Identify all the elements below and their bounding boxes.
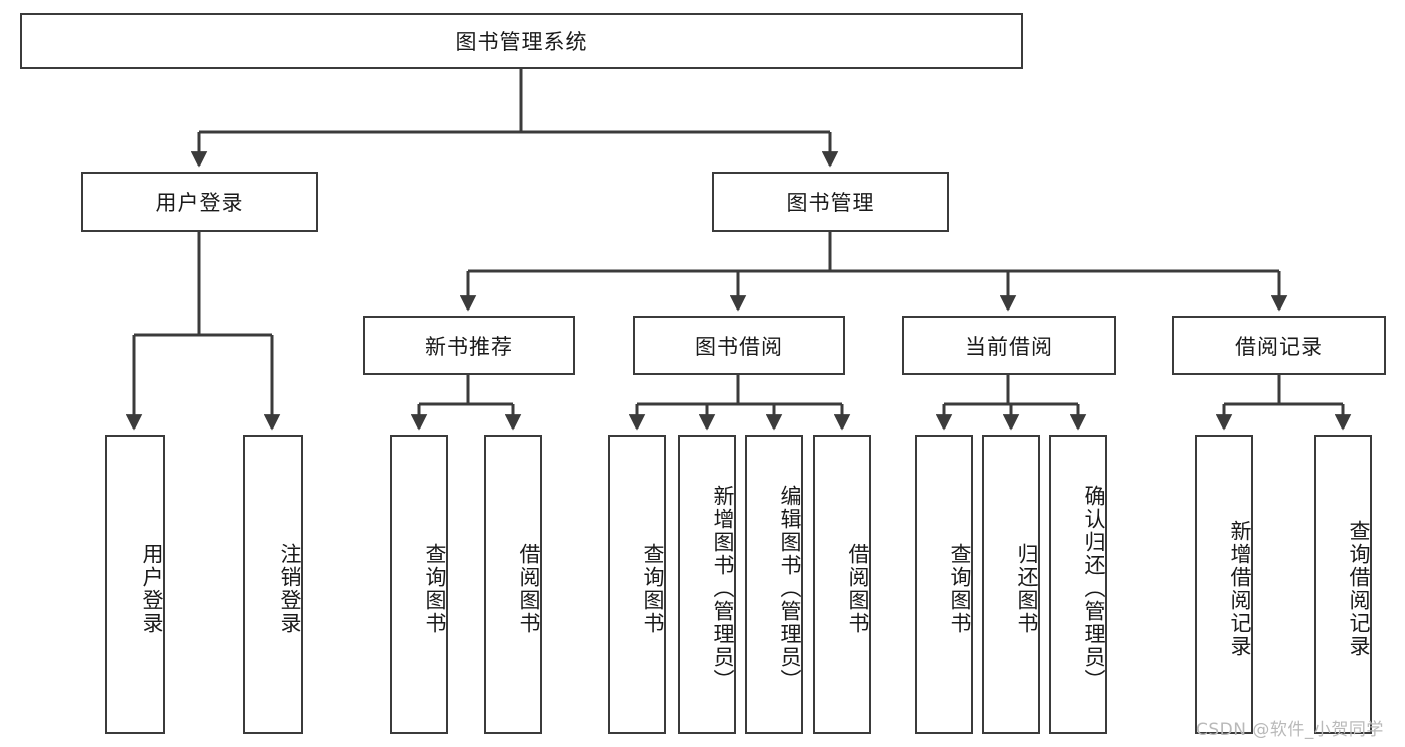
leaf-borrow-book-recommend[interactable]: 借阅图书 bbox=[484, 435, 542, 734]
node-new-book-recommend[interactable]: 新书推荐 bbox=[363, 316, 575, 375]
leaf-borrow-book[interactable]: 借阅图书 bbox=[813, 435, 871, 734]
leaf-query-book-current-label: 查询图书 bbox=[948, 542, 972, 635]
node-current-borrow-label: 当前借阅 bbox=[965, 334, 1053, 359]
leaf-add-borrow-record-label: 新增借阅记录 bbox=[1228, 519, 1252, 658]
node-root[interactable]: 图书管理系统 bbox=[20, 13, 1023, 69]
leaf-confirm-return-admin[interactable]: 确认归还（管理员） bbox=[1049, 435, 1107, 734]
leaf-query-book-current[interactable]: 查询图书 bbox=[915, 435, 973, 734]
leaf-user-logout[interactable]: 注销登录 bbox=[243, 435, 303, 734]
leaf-query-book-recommend-label: 查询图书 bbox=[423, 542, 447, 635]
node-current-borrow[interactable]: 当前借阅 bbox=[902, 316, 1116, 375]
leaf-borrow-book-label: 借阅图书 bbox=[846, 542, 870, 635]
node-root-label: 图书管理系统 bbox=[455, 30, 588, 54]
leaf-borrow-book-recommend-label: 借阅图书 bbox=[517, 542, 541, 635]
leaf-edit-book-admin[interactable]: 编辑图书（管理员） bbox=[745, 435, 803, 734]
leaf-query-borrow-record-label: 查询借阅记录 bbox=[1347, 519, 1371, 658]
leaf-add-borrow-record[interactable]: 新增借阅记录 bbox=[1195, 435, 1253, 734]
leaf-add-book-admin[interactable]: 新增图书（管理员） bbox=[678, 435, 736, 734]
leaf-user-login-label: 用户登录 bbox=[140, 542, 164, 635]
leaf-confirm-return-admin-label: 确认归还（管理员） bbox=[1082, 485, 1106, 692]
node-borrow-record-label: 借阅记录 bbox=[1235, 334, 1323, 359]
node-book-management-label: 图书管理 bbox=[786, 191, 875, 215]
leaf-return-book[interactable]: 归还图书 bbox=[982, 435, 1040, 734]
node-book-management[interactable]: 图书管理 bbox=[712, 172, 949, 232]
leaf-query-book-recommend[interactable]: 查询图书 bbox=[390, 435, 448, 734]
node-user-login-label: 用户登录 bbox=[155, 191, 244, 215]
leaf-query-borrow-record[interactable]: 查询借阅记录 bbox=[1314, 435, 1372, 734]
node-book-borrow[interactable]: 图书借阅 bbox=[633, 316, 845, 375]
leaf-user-logout-label: 注销登录 bbox=[278, 542, 302, 635]
node-book-borrow-label: 图书借阅 bbox=[695, 334, 783, 359]
leaf-add-book-admin-label: 新增图书（管理员） bbox=[711, 485, 735, 692]
node-borrow-record[interactable]: 借阅记录 bbox=[1172, 316, 1386, 375]
leaf-query-book-borrow[interactable]: 查询图书 bbox=[608, 435, 666, 734]
leaf-return-book-label: 归还图书 bbox=[1015, 542, 1039, 635]
leaf-edit-book-admin-label: 编辑图书（管理员） bbox=[778, 485, 802, 692]
csdn-watermark: CSDN @软件_小贺同学 bbox=[1196, 720, 1384, 740]
node-new-book-recommend-label: 新书推荐 bbox=[425, 334, 513, 359]
leaf-user-login[interactable]: 用户登录 bbox=[105, 435, 165, 734]
leaf-query-book-borrow-label: 查询图书 bbox=[641, 542, 665, 635]
node-user-login[interactable]: 用户登录 bbox=[81, 172, 318, 232]
